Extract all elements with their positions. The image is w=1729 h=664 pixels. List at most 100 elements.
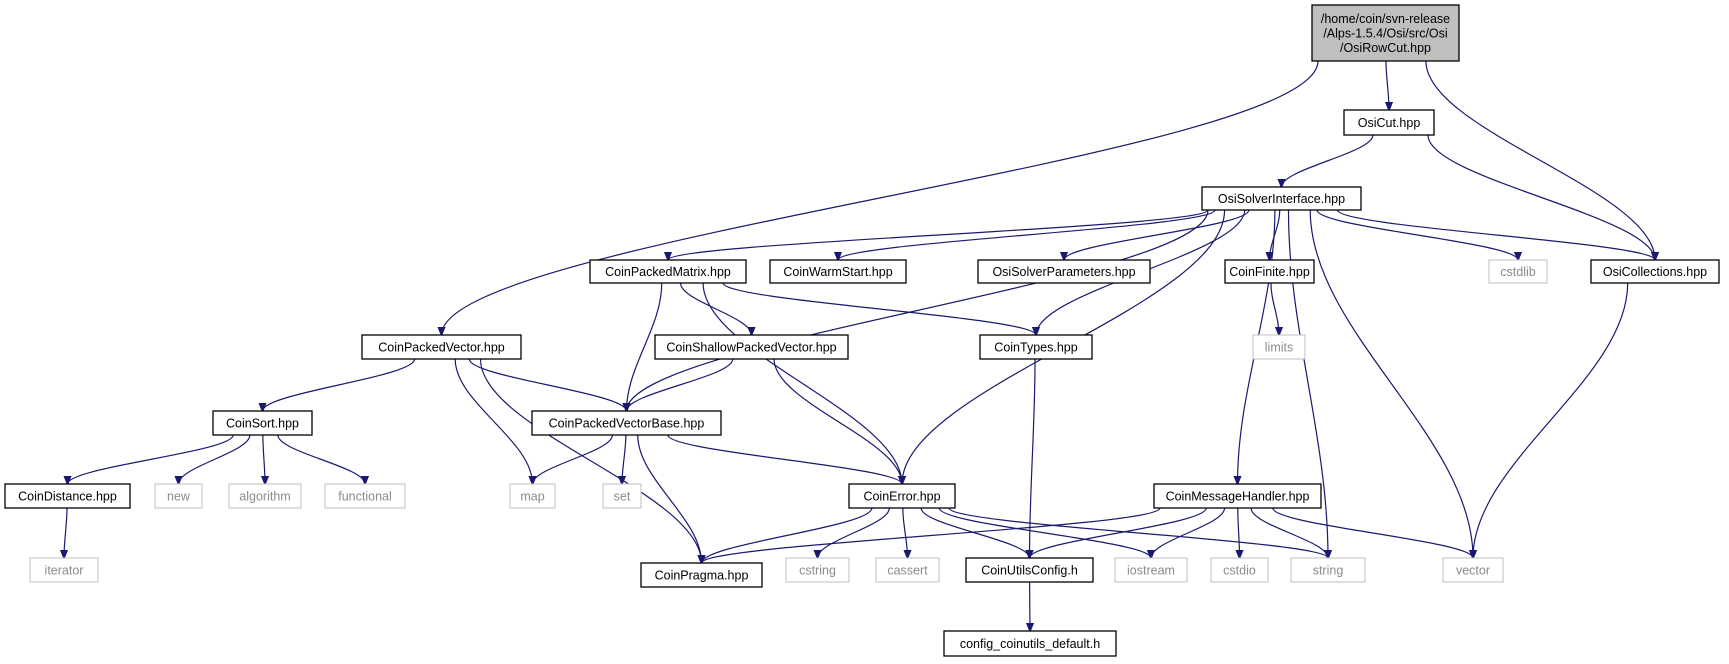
node-osiparams-box bbox=[977, 259, 1151, 284]
node-msghandler-label: CoinMessageHandler.hpp bbox=[1166, 490, 1310, 504]
node-map-label: map bbox=[520, 490, 544, 504]
node-new-box bbox=[154, 483, 203, 509]
edge-cpmatrix-to-types bbox=[722, 282, 1036, 335]
edge-shallow-to-cpvbase bbox=[627, 358, 734, 411]
edge-cpvector-to-cpvbase bbox=[468, 358, 626, 411]
node-cpvector-label: CoinPackedVector.hpp bbox=[378, 341, 505, 355]
node-cpmatrix[interactable]: CoinPackedMatrix.hpp bbox=[589, 259, 747, 284]
node-root-label: /home/coin/svn-release bbox=[1321, 12, 1450, 26]
node-utilsconfig[interactable]: CoinUtilsConfig.h bbox=[965, 557, 1094, 583]
edge-msghandler-to-pragma bbox=[702, 507, 1161, 563]
node-cpvbase[interactable]: CoinPackedVectorBase.hpp bbox=[531, 410, 722, 436]
node-iostream: iostream bbox=[1114, 557, 1188, 583]
node-iostream-label: iostream bbox=[1127, 564, 1175, 578]
node-types[interactable]: CoinTypes.hpp bbox=[979, 334, 1093, 360]
node-new: new bbox=[154, 483, 203, 509]
node-cpvector[interactable]: CoinPackedVector.hpp bbox=[361, 334, 522, 360]
edge-error-to-pragma bbox=[702, 507, 873, 563]
node-osisolver[interactable]: OsiSolverInterface.hpp bbox=[1201, 186, 1362, 211]
node-osicoll-label: OsiCollections.hpp bbox=[1603, 265, 1707, 279]
edge-error-to-iostream bbox=[938, 507, 1151, 558]
node-msghandler[interactable]: CoinMessageHandler.hpp bbox=[1153, 483, 1322, 509]
edge-sort-to-functional bbox=[277, 434, 365, 484]
node-msghandler-box bbox=[1153, 483, 1322, 509]
node-error-label: CoinError.hpp bbox=[863, 490, 940, 504]
node-algorithm-label: algorithm bbox=[239, 490, 290, 504]
edge-error-to-utilsconfig bbox=[920, 507, 1029, 558]
edge-osicut-to-osicoll bbox=[1427, 134, 1655, 260]
node-osisolver-label: OsiSolverInterface.hpp bbox=[1218, 192, 1345, 206]
node-root-label: /OsiRowCut.hpp bbox=[1340, 41, 1431, 55]
edge-sort-to-new bbox=[179, 434, 251, 484]
node-distance[interactable]: CoinDistance.hpp bbox=[4, 483, 131, 509]
node-cstring-label: cstring bbox=[799, 564, 836, 578]
node-osiparams[interactable]: OsiSolverParameters.hpp bbox=[977, 259, 1151, 284]
node-error[interactable]: CoinError.hpp bbox=[848, 483, 956, 509]
node-pragma[interactable]: CoinPragma.hpp bbox=[640, 562, 763, 588]
node-set: set bbox=[602, 483, 642, 509]
node-distance-label: CoinDistance.hpp bbox=[18, 490, 117, 504]
node-root-box bbox=[1311, 4, 1460, 62]
node-root-label: /Alps-1.5.4/Osi/src/Osi bbox=[1323, 27, 1447, 41]
edge-osisolver-to-cpmatrix bbox=[668, 209, 1209, 260]
node-error-box bbox=[848, 483, 956, 509]
edge-finite-to-limits bbox=[1270, 282, 1279, 335]
node-cstdlib-box bbox=[1488, 259, 1548, 284]
node-configdefault-box bbox=[943, 630, 1117, 657]
node-sort-label: CoinSort.hpp bbox=[226, 417, 299, 431]
node-finite[interactable]: CoinFinite.hpp bbox=[1224, 259, 1315, 284]
edge-msghandler-to-vector bbox=[1272, 507, 1473, 558]
node-osicoll-box bbox=[1590, 259, 1720, 284]
node-iterator-label: iterator bbox=[45, 564, 84, 578]
node-warm-label: CoinWarmStart.hpp bbox=[783, 265, 892, 279]
edge-osisolver-to-vector bbox=[1309, 209, 1473, 558]
edge-msghandler-to-iostream bbox=[1151, 507, 1226, 558]
node-osicoll[interactable]: OsiCollections.hpp bbox=[1590, 259, 1720, 284]
node-osicut[interactable]: OsiCut.hpp bbox=[1343, 109, 1435, 136]
node-pragma-box bbox=[640, 562, 763, 588]
edge-error-to-cstring bbox=[818, 507, 890, 558]
node-iterator: iterator bbox=[29, 557, 99, 583]
node-shallow-label: CoinShallowPackedVector.hpp bbox=[666, 341, 836, 355]
node-limits-label: limits bbox=[1265, 341, 1293, 355]
node-set-label: set bbox=[614, 490, 631, 504]
node-configdefault[interactable]: config_coinutils_default.h bbox=[943, 630, 1117, 657]
edge-sort-to-distance bbox=[68, 434, 234, 484]
edge-cpmatrix-to-cpvbase bbox=[627, 282, 663, 411]
node-finite-label: CoinFinite.hpp bbox=[1229, 265, 1310, 279]
node-string-label: string bbox=[1313, 564, 1344, 578]
edge-osisolver-to-osiparams bbox=[1064, 209, 1250, 260]
node-functional-label: functional bbox=[338, 490, 392, 504]
node-shallow[interactable]: CoinShallowPackedVector.hpp bbox=[654, 334, 849, 360]
edge-cpvbase-to-set bbox=[622, 434, 627, 484]
node-cpvector-box bbox=[361, 334, 522, 360]
edge-cpvector-to-pragma bbox=[479, 358, 702, 563]
node-cassert-label: cassert bbox=[887, 564, 928, 578]
node-map-box bbox=[509, 483, 556, 509]
node-root[interactable]: /home/coin/svn-release/Alps-1.5.4/Osi/sr… bbox=[1311, 4, 1460, 62]
node-cstring: cstring bbox=[785, 557, 850, 583]
node-limits: limits bbox=[1252, 334, 1306, 360]
node-warm[interactable]: CoinWarmStart.hpp bbox=[769, 259, 907, 284]
node-osicut-box bbox=[1343, 109, 1435, 136]
node-configdefault-label: config_coinutils_default.h bbox=[960, 637, 1100, 651]
edge-cpvbase-to-pragma bbox=[637, 434, 702, 563]
node-new-label: new bbox=[167, 490, 191, 504]
node-algorithm: algorithm bbox=[228, 483, 302, 509]
edge-cpvector-to-sort bbox=[263, 358, 416, 411]
node-cpvbase-box bbox=[531, 410, 722, 436]
node-cpmatrix-label: CoinPackedMatrix.hpp bbox=[605, 265, 731, 279]
node-osisolver-box bbox=[1201, 186, 1362, 211]
node-cpmatrix-box bbox=[589, 259, 747, 284]
edge-root-to-osicut bbox=[1386, 60, 1389, 110]
node-map: map bbox=[509, 483, 556, 509]
node-iterator-box bbox=[29, 557, 99, 583]
node-cstdio-box bbox=[1210, 557, 1269, 583]
edge-shallow-to-error bbox=[773, 358, 902, 484]
node-cpvbase-label: CoinPackedVectorBase.hpp bbox=[549, 417, 705, 431]
node-sort[interactable]: CoinSort.hpp bbox=[212, 410, 313, 436]
edge-cpmatrix-to-error bbox=[702, 282, 902, 484]
node-functional-box bbox=[324, 483, 406, 509]
node-vector: vector bbox=[1442, 557, 1504, 583]
